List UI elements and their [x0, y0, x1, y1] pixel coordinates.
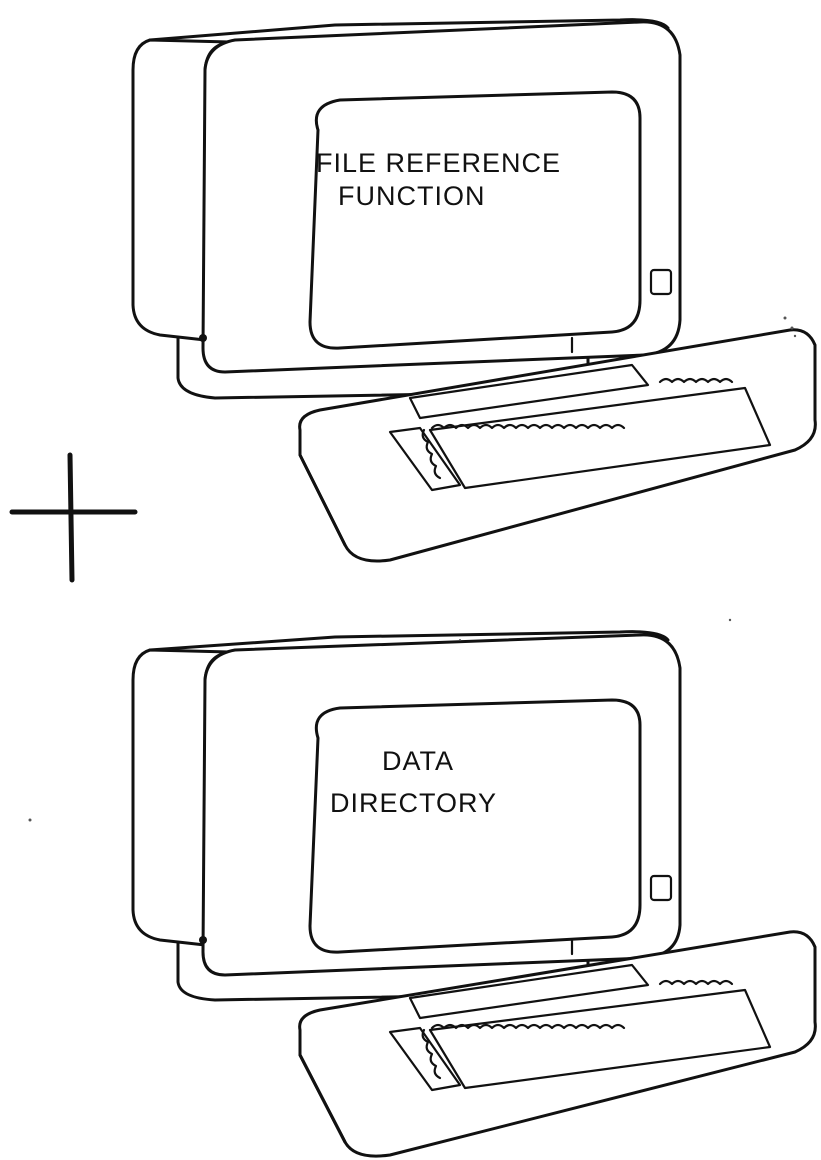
screen-line-1: FILE REFERENCE — [316, 148, 561, 178]
seam-knob — [199, 936, 207, 944]
keyboard — [298, 328, 817, 563]
keyboard-back-keys — [408, 963, 650, 1020]
monitor-top-edge — [148, 630, 670, 652]
keyboard-key-ridges-right — [658, 979, 734, 986]
keyboard — [298, 930, 817, 1158]
top-terminal: FILE REFERENCE FUNCTION — [131, 18, 817, 563]
seam-knob — [199, 334, 207, 342]
screen-line-2: DIRECTORY — [330, 788, 497, 818]
keyboard-key-ridges — [430, 423, 626, 430]
keyboard-key-ridges-right — [658, 377, 734, 384]
keyboard-left-keys — [388, 1026, 462, 1092]
monitor-screen — [308, 90, 642, 350]
keyboard-front-edge — [298, 453, 347, 547]
keyboard-key-ridges-left — [421, 428, 442, 480]
monitor-seam — [201, 678, 207, 954]
screen-line-2: FUNCTION — [338, 181, 485, 211]
plus-sign-icon — [9, 452, 138, 583]
power-button-icon — [649, 268, 673, 296]
monitor-screen — [308, 698, 642, 954]
keyboard-left-keys — [388, 426, 462, 492]
keyboard-key-ridges-left — [421, 1028, 442, 1080]
keyboard-back-keys — [408, 363, 650, 420]
keyboard-key-ridges — [430, 1023, 626, 1030]
keyboard-front-edge — [298, 1053, 347, 1144]
monitor-top-edge — [148, 18, 670, 42]
power-button-icon — [649, 874, 673, 902]
keyboard-main-keys — [428, 988, 772, 1090]
monitor-seam — [201, 68, 207, 350]
screen-line-1: DATA — [382, 746, 454, 776]
scan-speckles — [28, 316, 797, 822]
bottom-terminal: DATA DIRECTORY — [131, 630, 817, 1158]
keyboard-main-keys — [428, 386, 772, 490]
